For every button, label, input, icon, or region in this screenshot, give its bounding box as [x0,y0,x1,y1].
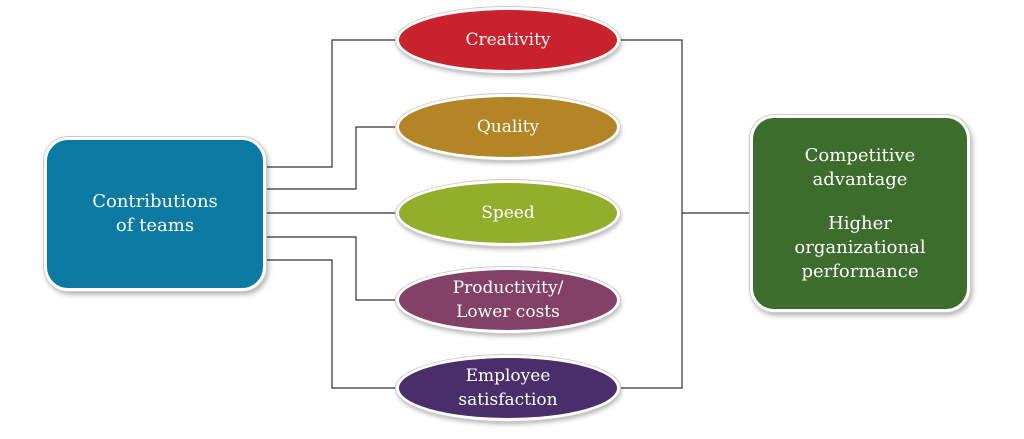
label: Quality [476,117,540,137]
outcome-line2: advantage [812,168,908,190]
speed-ellipse: Speed [396,180,620,246]
contributions-of-teams-box: Contributions of teams [44,137,266,291]
outcome-box: Competitive advantage Higher organizatio… [750,115,970,312]
connector-quality [266,126,396,190]
label: Speed [481,203,535,223]
outcome-line4: organizational [794,236,926,258]
quality-ellipse: Quality [396,94,620,160]
label-line1: Productivity/ [452,278,564,298]
outcome-line1: Competitive [804,144,916,166]
productivity-ellipse: Productivity/Lower costs [396,267,620,333]
connector-creativity [266,39,396,168]
employee-satisfaction-ellipse: Employee satisfaction [396,355,620,421]
outcome-line3: Higher [828,212,892,234]
connector-productivity [266,236,396,301]
label-line2: Lower costs [456,302,560,322]
connector-right-bracket [620,39,683,389]
source-label-line1: Contributions [92,191,218,212]
label: Creativity [465,30,551,50]
outcome-line5: performance [801,260,919,282]
connector-satisfaction [266,259,396,389]
creativity-ellipse: Creativity [396,7,620,73]
label-line2: satisfaction [458,390,558,410]
label-line1: Employee [465,366,551,386]
source-label-line2: of teams [115,215,195,236]
